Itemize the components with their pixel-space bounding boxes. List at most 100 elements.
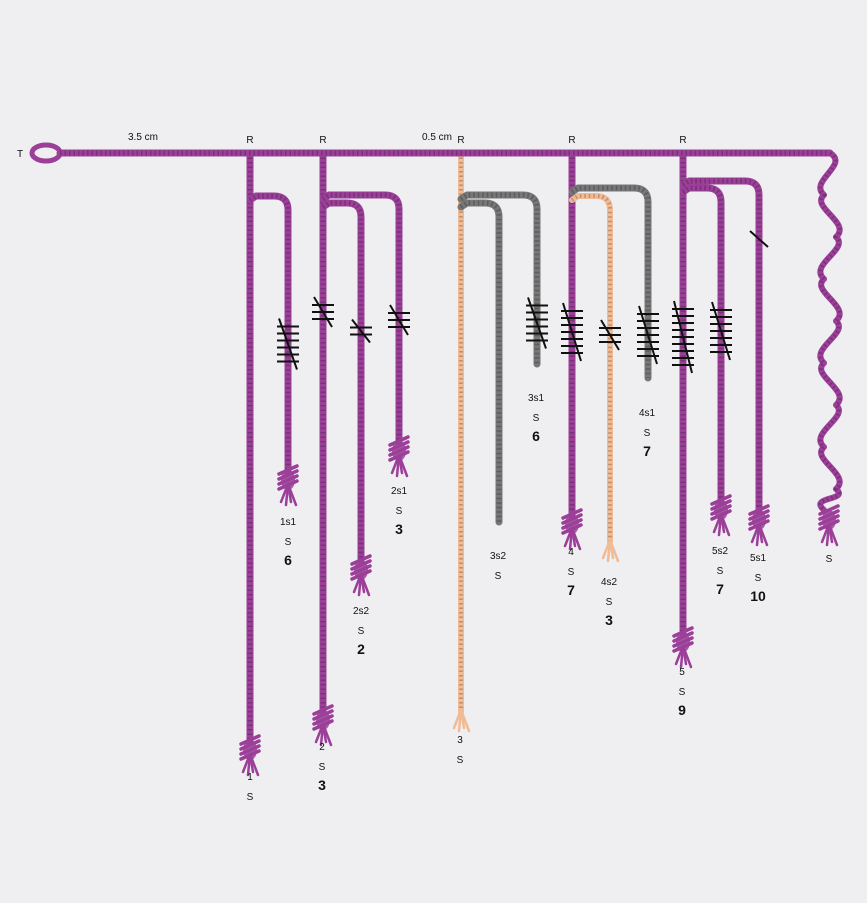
knot-slash (278, 318, 298, 370)
cord-value-5: 9 (678, 702, 686, 718)
wavy-cord-twist-label: S (826, 554, 833, 565)
cord-end-5s1-body (752, 510, 766, 530)
knot-cluster-2s2 (350, 318, 372, 344)
knot-slash (638, 305, 658, 365)
cord-end-1s1-strand (286, 482, 298, 507)
cord-label-2s1: 2s1 (391, 486, 408, 497)
cord-value-3s1: 6 (532, 428, 540, 444)
cord-value-4s2: 3 (605, 612, 613, 628)
cord-end-1 (239, 734, 261, 777)
cord-4s1 (568, 184, 652, 382)
cord-3s2 (457, 199, 503, 526)
cord-twist-4s1: S (644, 428, 651, 439)
cord-twist-2s2: S (358, 626, 365, 637)
cord-value-4s1: 7 (643, 443, 651, 459)
knot-cluster-4s2 (599, 319, 621, 351)
cord-value-5s2: 7 (716, 581, 724, 597)
cord-end-4s2-strand (608, 538, 620, 563)
cord-5s1 (679, 177, 763, 516)
attachment-label-4: R (568, 135, 575, 146)
cord-twist-1: S (247, 792, 254, 803)
knot-cluster-5 (672, 300, 694, 374)
cord-2s2 (319, 199, 365, 566)
cord-label-3s1: 3s1 (528, 393, 545, 404)
attachment-label-3: R (457, 135, 464, 146)
cord-end-2s2-body (354, 560, 368, 580)
cord-label-5: 5 (679, 667, 685, 678)
cord-3s1-texture (459, 192, 540, 364)
knot-cluster-1s1 (277, 318, 299, 370)
cord-end-5s2 (710, 494, 732, 537)
cord-twist-1s1: S (285, 537, 292, 548)
cord-label-5s2: 5s2 (712, 546, 729, 557)
cord-2s1-texture (321, 192, 402, 443)
cord-label-3s2: 3s2 (490, 551, 507, 562)
cord-value-2s1: 3 (395, 521, 403, 537)
cord-twist-4s2: S (606, 597, 613, 608)
main-cord-start-label: T (17, 149, 23, 160)
cord-end-5s1-strand (757, 522, 769, 547)
main-cord-start-loop (29, 142, 63, 164)
cord-twist-3s2: S (495, 571, 502, 582)
cord-twist-5s2: S (717, 566, 724, 577)
cord-label-4s2: 4s2 (601, 577, 618, 588)
cord-end-1s1-body (281, 470, 295, 490)
cord-twist-2: S (319, 762, 326, 773)
attachment-label-2: R (319, 135, 326, 146)
wavy-end-tassel (818, 504, 840, 547)
cord-2s2-texture (321, 200, 364, 562)
knot-cluster-2 (312, 296, 334, 328)
cord-twist-3: S (457, 755, 464, 766)
knot-slash (600, 319, 620, 351)
cord-label-5s1: 5s1 (750, 553, 767, 564)
cord-end-2-body (316, 710, 330, 730)
cord-end-2s2 (350, 554, 372, 597)
cord-end-5 (672, 626, 694, 669)
cord-label-3: 3 (457, 735, 463, 746)
knot-slash (389, 304, 409, 336)
cord-1s1 (246, 192, 292, 476)
cord-4s2 (569, 193, 613, 545)
knot-slash (749, 230, 769, 248)
cord-label-4s1: 4s1 (639, 408, 656, 419)
main-cord-layer (29, 142, 843, 513)
cord-end-4-strand (570, 526, 582, 551)
wavy-end-tassel-body (822, 510, 836, 530)
knot-cluster-5s2 (710, 301, 732, 361)
cord-value-4: 7 (567, 582, 575, 598)
cords-layer (246, 149, 763, 746)
cord-label-2: 2 (319, 742, 325, 753)
cord-end-4 (561, 508, 583, 551)
cord-3s1 (457, 191, 541, 368)
cord-value-1s1: 6 (284, 552, 292, 568)
cord-end-2 (312, 704, 334, 747)
knot-slash (562, 302, 582, 362)
wavy-end-cord-texture (818, 151, 842, 512)
cord-twist-5s1: S (755, 573, 762, 584)
cord-label-1: 1 (247, 772, 253, 783)
cord-end-5s1 (748, 504, 770, 547)
cord-end-5s2-body (714, 500, 728, 520)
distance-label-first: 3.5 cm (128, 132, 158, 143)
cord-value-5s1: 10 (750, 588, 766, 604)
knot-cluster-3s1 (526, 297, 548, 349)
distance-label-second: 0.5 cm (422, 132, 452, 143)
cord-5s2 (679, 184, 725, 506)
cord-end-1s1 (277, 464, 299, 507)
knot-slash (673, 300, 693, 374)
cord-end-5s2-strand (719, 512, 731, 537)
cord-end-5-strand (681, 644, 693, 669)
cord-end-4s2 (601, 538, 620, 563)
knot-slash (711, 301, 731, 361)
cord-value-2: 3 (318, 777, 326, 793)
cord-end-5-body (676, 632, 690, 652)
cord-end-2s2-strand (359, 572, 371, 597)
cord-label-4: 4 (568, 547, 574, 558)
cord-end-1-strand (248, 752, 260, 777)
cord-twist-3s1: S (533, 413, 540, 424)
cord-4s1-texture (570, 185, 651, 378)
cord-value-2s2: 2 (357, 641, 365, 657)
knot-slash (527, 297, 547, 349)
knot-slash (313, 296, 333, 328)
